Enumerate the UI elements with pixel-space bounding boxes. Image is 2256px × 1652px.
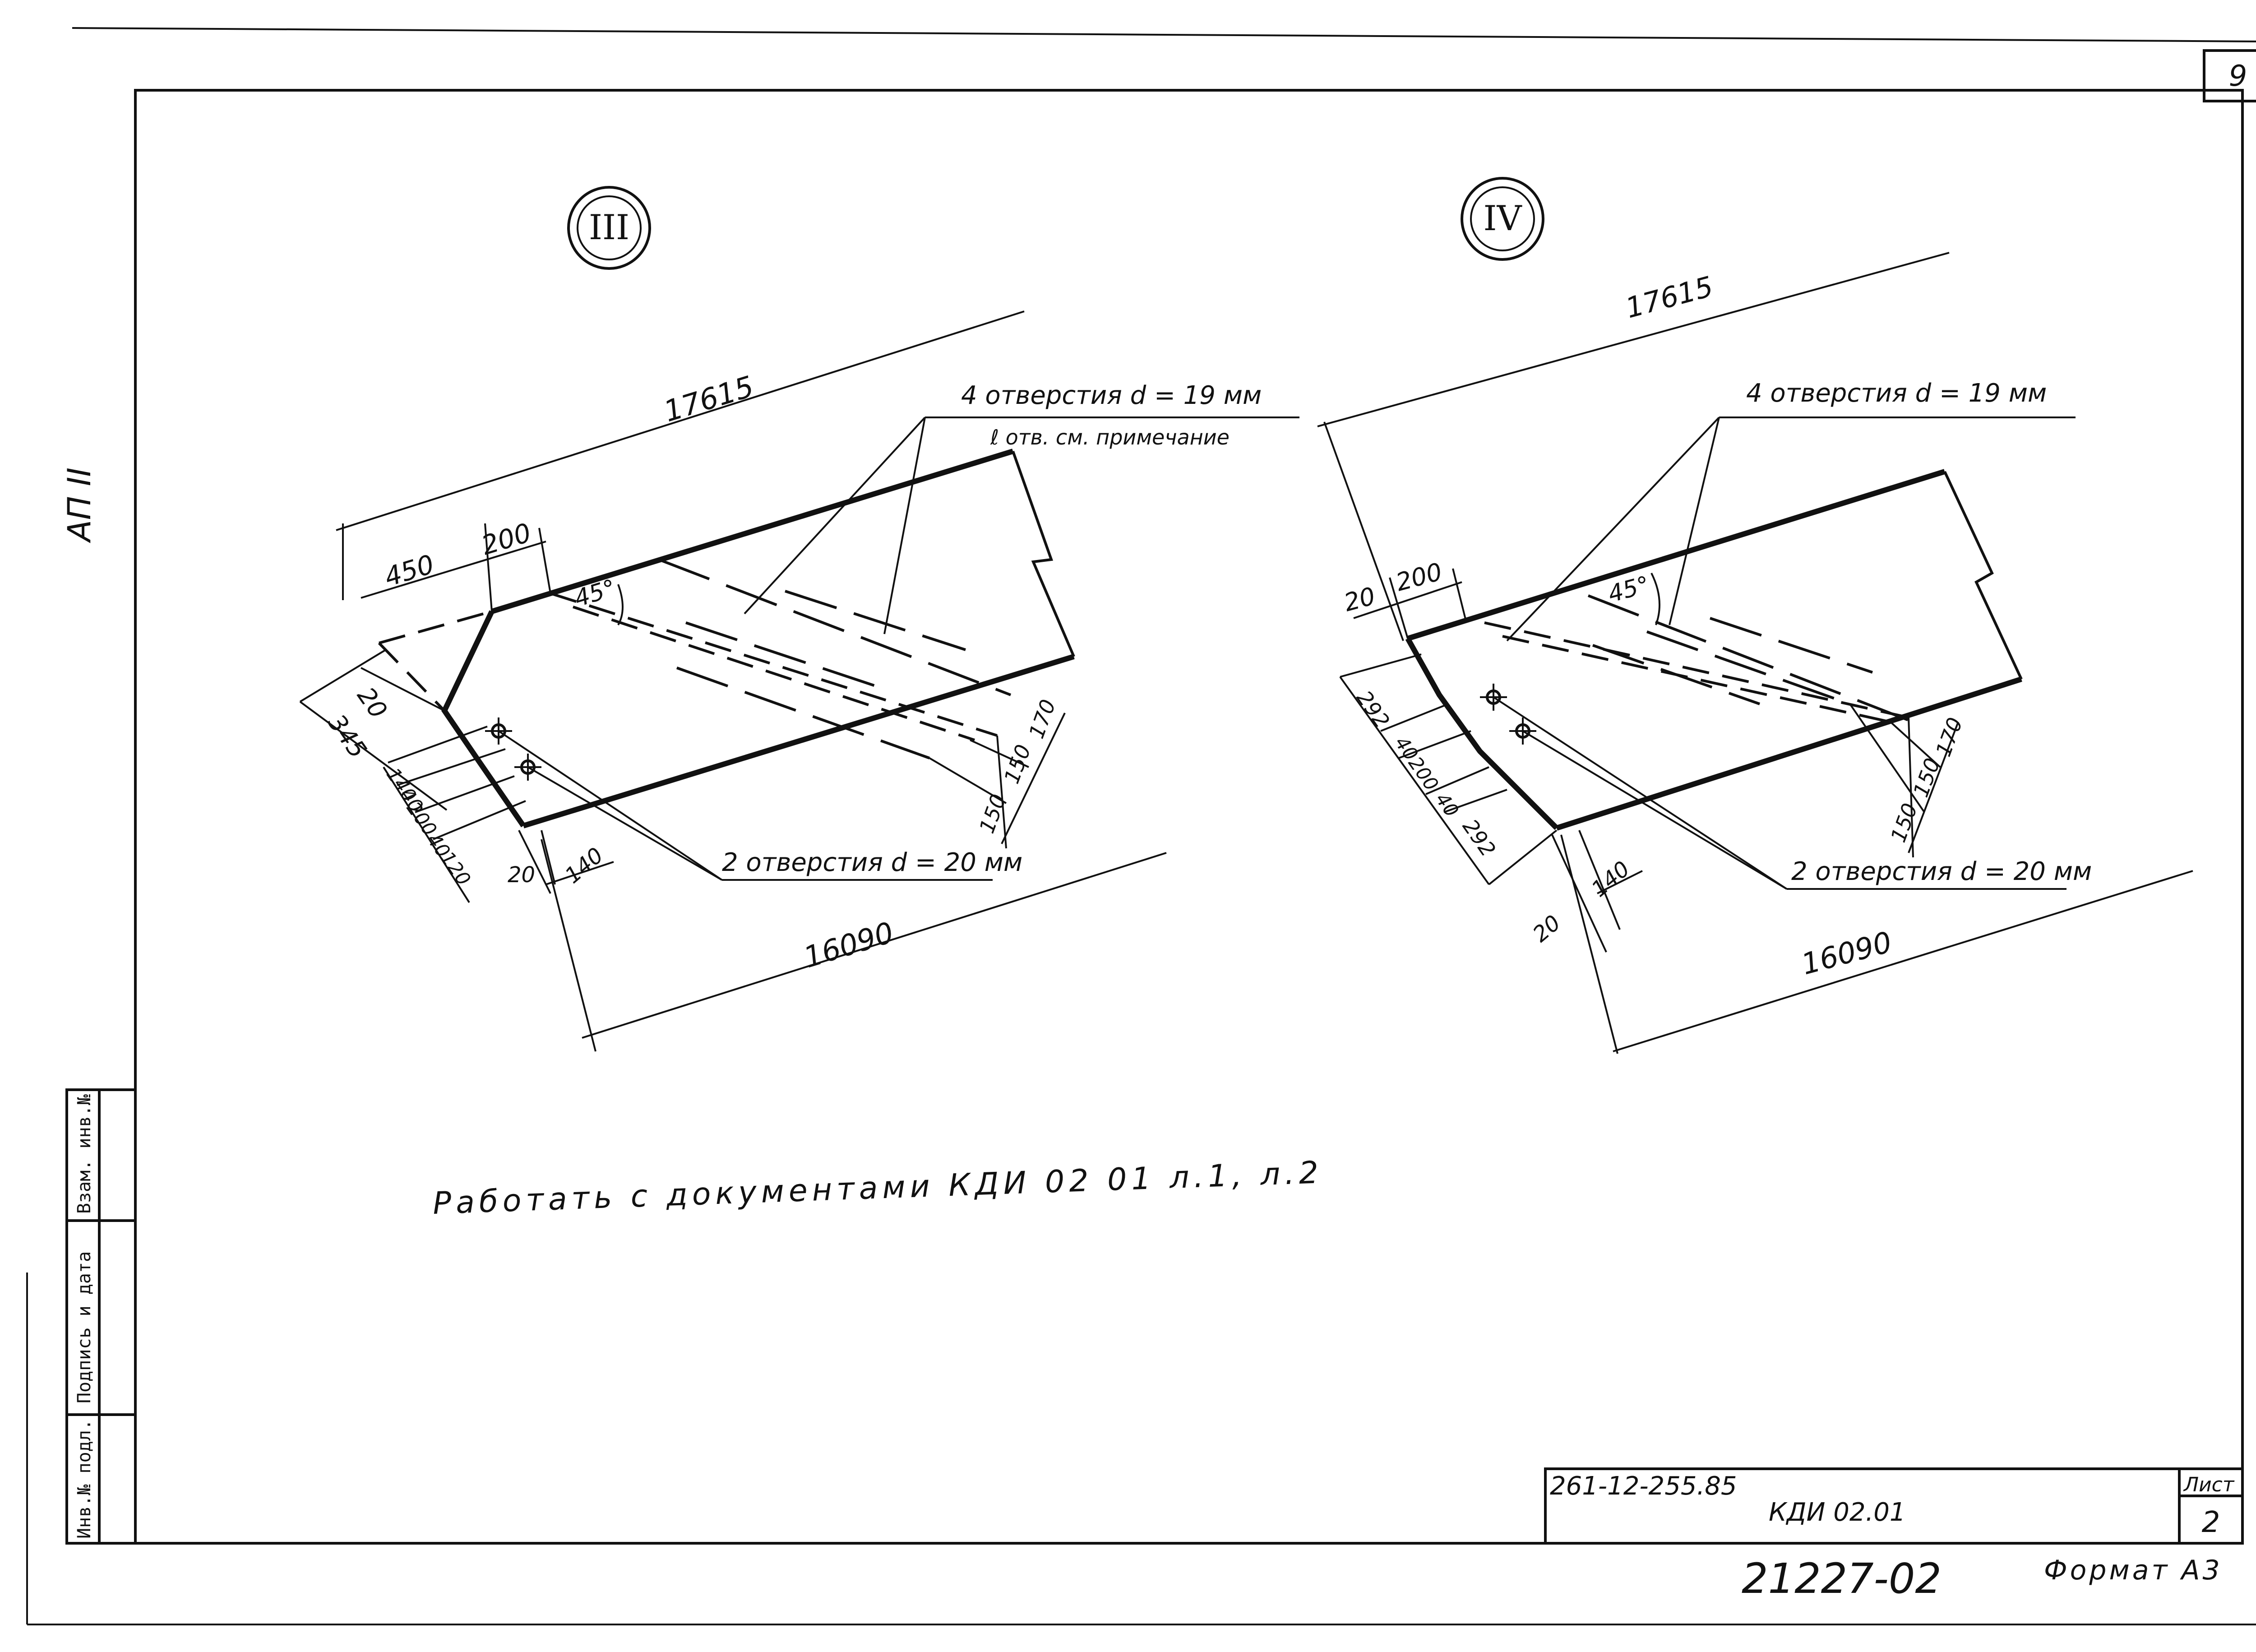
title-doc: КДИ 02.01 <box>1769 1498 1906 1527</box>
view-iii-d450: 450 <box>381 549 438 592</box>
archive-number: 21227-02 <box>1742 1555 1942 1603</box>
view-iii-mark: III <box>589 207 629 247</box>
format-label: Формат А3 <box>2044 1555 2223 1586</box>
view-iv-d292a: 292 <box>1352 686 1395 732</box>
title-sheet-value: 2 <box>2202 1506 2220 1539</box>
view-iii-d200: 200 <box>478 517 535 561</box>
view-iii-d140b: 140 <box>560 842 608 888</box>
view-iv: IV 17615 20 200 <box>1317 177 2193 1054</box>
view-iii: III 17615 <box>299 186 1299 1052</box>
title-code: 261-12-255.85 <box>1550 1472 1737 1501</box>
stamp-podpis: Подпись и дата <box>74 1251 95 1403</box>
view-iv-holes2: 2 отверстия d = 20 мм <box>1791 857 2092 886</box>
side-stamp: Инв.№ подл. Подпись и дата Взам. инв.№ <box>65 1088 137 1545</box>
view-iv-mark: IV <box>1484 198 1522 238</box>
page-number-box: 9 <box>2203 49 2256 102</box>
view-iii-d150b: 150 <box>999 741 1036 787</box>
view-iv-dim-top: 17615 <box>1622 270 1716 325</box>
title-sheet-label: Лист <box>2183 1473 2235 1496</box>
view-iii-dim-bottom: 16090 <box>800 916 897 975</box>
view-iv-d292b: 292 <box>1458 814 1501 861</box>
view-iii-d20b: 20 <box>508 862 535 888</box>
view-iv-d20b: 20 <box>1528 910 1566 947</box>
stamp-inv-podl: Инв.№ подл. <box>74 1419 95 1539</box>
view-iv-d140: 140 <box>1587 856 1635 902</box>
page-number: 9 <box>2229 60 2247 93</box>
view-iii-member <box>378 449 1075 828</box>
side-label: АП II <box>61 467 98 543</box>
view-iii-dim-top: 17615 <box>660 370 758 429</box>
view-iv-holes4: 4 отверстия d = 19 мм <box>1746 379 2047 408</box>
view-iv-d40b: 40 <box>1431 789 1463 821</box>
general-note: Работать с документами КДИ 02 01 л.1, л.… <box>432 1155 1323 1222</box>
view-iv-member <box>1405 469 2023 831</box>
view-iii-angle: 45° <box>571 574 619 612</box>
view-iv-d150b: 150 <box>1909 755 1945 801</box>
sheet-frame <box>26 27 2256 1625</box>
view-iii-holes2: 2 отверстия d = 20 мм <box>722 848 1022 877</box>
view-iii-d20a: 20 <box>351 682 393 723</box>
view-iii-holes4: 4 отверстия d = 19 мм <box>961 381 1262 410</box>
view-iv-holes <box>1480 684 1536 745</box>
view-iii-holes4-note: ℓ отв. см. примечание <box>990 425 1230 449</box>
view-iv-dim-bottom: 16090 <box>1798 925 1895 981</box>
view-iv-d170: 170 <box>1931 714 1968 760</box>
view-iii-d345: 345 <box>322 709 372 764</box>
view-iii-holes <box>485 717 541 781</box>
stamp-vzam: Взам. инв.№ <box>74 1094 95 1214</box>
view-iv-d150a: 150 <box>1886 800 1923 846</box>
title-block: 261-12-255.85 КДИ 02.01 Лист 2 <box>1544 1467 2244 1545</box>
